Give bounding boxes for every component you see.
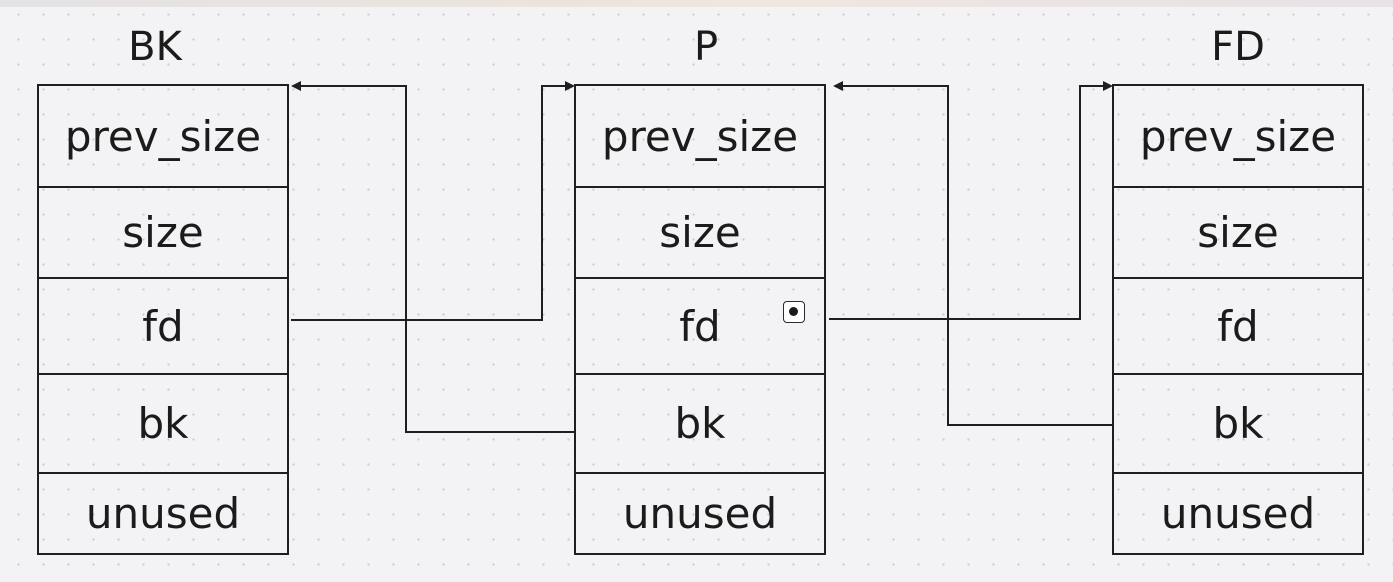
fd-fd-field[interactable]: fd — [1114, 279, 1362, 375]
link-fd-bk-to-p[interactable] — [842, 85, 1112, 426]
link-p-fd-to-fd[interactable] — [829, 85, 1104, 320]
bk-fd-field[interactable]: fd — [39, 279, 287, 375]
bk-bk-field[interactable]: bk — [39, 375, 287, 474]
chunk-title-fd: FD — [1211, 24, 1265, 70]
fd-prev-size-field[interactable]: prev_size — [1114, 86, 1362, 188]
fd-bk-field[interactable]: bk — [1114, 375, 1362, 474]
chunk-title-p: P — [693, 24, 719, 70]
chunk-box-fd[interactable]: prev_size size fd bk unused — [1112, 84, 1364, 555]
canvas-top-band — [0, 0, 1393, 7]
bk-size-field[interactable]: size — [39, 188, 287, 279]
bk-unused-field[interactable]: unused — [85, 489, 241, 538]
arrowhead-to-p-right — [833, 81, 843, 91]
arrowhead-to-bk — [291, 81, 301, 91]
p-prev-size-field[interactable]: prev_size — [576, 86, 824, 188]
link-p-bk-to-bk[interactable] — [300, 85, 574, 433]
arrowhead-to-fd — [1103, 81, 1113, 91]
p-fd-field[interactable]: fd — [576, 279, 824, 375]
link-bk-fd-to-p[interactable] — [291, 85, 566, 321]
chunk-box-p[interactable]: prev_size size fd bk unused — [574, 84, 826, 555]
bk-prev-size-field[interactable]: prev_size — [39, 86, 287, 188]
connection-point-icon[interactable] — [783, 301, 805, 323]
arrowhead-to-p — [565, 81, 575, 91]
fd-unused-field[interactable]: unused — [1160, 489, 1316, 538]
p-unused-field[interactable]: unused — [622, 489, 778, 538]
chunk-box-bk[interactable]: prev_size size fd bk unused — [37, 84, 289, 555]
chunk-title-bk: BK — [128, 24, 182, 70]
p-bk-field[interactable]: bk — [576, 375, 824, 474]
p-size-field[interactable]: size — [576, 188, 824, 279]
fd-size-field[interactable]: size — [1114, 188, 1362, 279]
